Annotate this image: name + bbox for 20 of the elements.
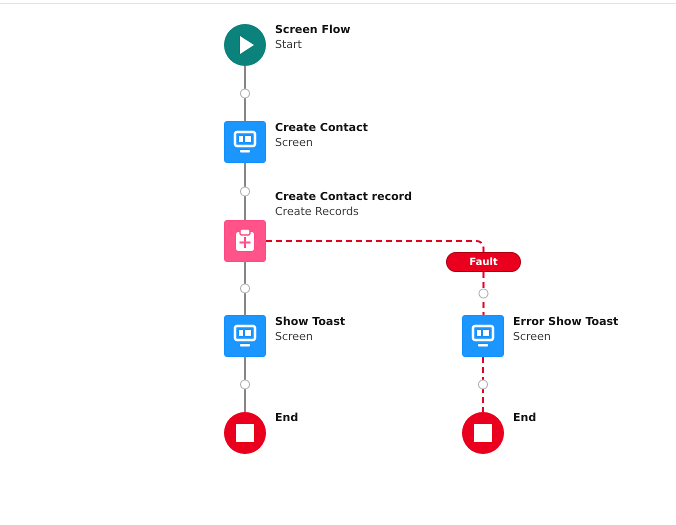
connector-line <box>482 357 484 412</box>
element-label: Show Toast <box>275 314 346 329</box>
element-label: End <box>513 410 536 425</box>
element-label: Create Contact record <box>275 189 412 204</box>
element-label: End <box>275 410 298 425</box>
connector-line <box>244 163 246 220</box>
element-type: Screen <box>275 135 314 150</box>
connector-line <box>244 262 246 315</box>
connector-line <box>244 357 246 412</box>
connector-line <box>266 240 484 252</box>
element-label: Screen Flow <box>275 22 350 37</box>
element-label: Error Show Toast <box>513 314 618 329</box>
element-type: Screen <box>275 329 314 344</box>
element-type: Screen <box>513 329 552 344</box>
element-type: Create Records <box>275 204 360 219</box>
connector-line <box>482 272 484 315</box>
element-label: Create Contact <box>275 120 368 135</box>
fault-label: Fault <box>446 252 521 272</box>
connector-line <box>244 66 246 121</box>
element-type: Start <box>275 37 303 52</box>
